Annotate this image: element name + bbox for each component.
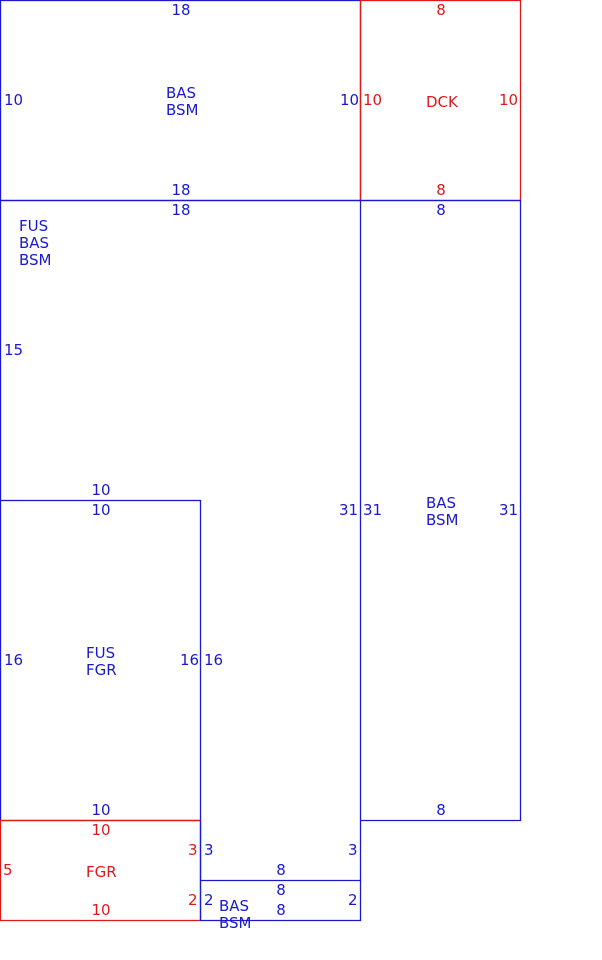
dim-small-lower-right-upper: 3 — [348, 841, 358, 859]
dim-deck-top: 8 — [436, 1, 446, 19]
dim-top-left-bottom: 18 — [171, 181, 190, 199]
dim-main-right: 31 — [339, 501, 358, 519]
room-garage-upper-code-2: FGR — [86, 661, 117, 679]
room-right-wing-code-1: BAS — [426, 494, 456, 512]
dim-small-lower-top-outer: 8 — [276, 861, 286, 879]
room-garage-upper-code-1: FUS — [86, 644, 115, 662]
dim-small-lower-bottom: 8 — [276, 901, 286, 919]
dim-small-lower-top: 8 — [276, 881, 286, 899]
dim-main-left: 15 — [4, 341, 23, 359]
dim-deck-bottom: 8 — [436, 181, 446, 199]
dim-top-left-left: 10 — [4, 91, 23, 109]
room-top-left-code-2: BSM — [166, 101, 199, 119]
room-main-code-1: FUS — [19, 217, 48, 235]
room-small-lower-code-1: BAS — [219, 897, 249, 915]
room-right-wing-outline — [360, 199, 522, 822]
dim-small-lower-left-lower: 2 — [204, 891, 214, 909]
room-main-code-2: BAS — [19, 234, 49, 252]
dim-small-lower-right-lower: 2 — [348, 891, 358, 909]
dim-main-top: 18 — [171, 201, 190, 219]
dim-garage-upper-right-outer: 16 — [204, 651, 223, 669]
room-right-wing-code-2: BSM — [426, 511, 459, 529]
dim-garage-lower-bottom: 10 — [91, 901, 110, 919]
room-top-left-code-1: BAS — [166, 84, 196, 102]
dim-garage-upper-right: 16 — [180, 651, 199, 669]
dim-garage-upper-top: 10 — [91, 501, 110, 519]
room-main-outline — [0, 199, 362, 881]
room-main-code-3: BSM — [19, 251, 52, 269]
dim-right-wing-top: 8 — [436, 201, 446, 219]
dim-top-left-top: 18 — [171, 1, 190, 19]
dim-deck-right: 10 — [499, 91, 518, 109]
dim-garage-lower-right-lower: 2 — [188, 891, 198, 909]
room-small-lower-outline — [199, 820, 362, 922]
dim-garage-lower-top: 10 — [91, 821, 110, 839]
dim-deck-left: 10 — [363, 91, 382, 109]
dim-small-lower-left-upper: 3 — [204, 841, 214, 859]
room-small-lower-code-2: BSM — [219, 914, 252, 932]
room-garage-lower-code: FGR — [86, 863, 117, 881]
dim-garage-upper-left: 16 — [4, 651, 23, 669]
dim-right-wing-right: 31 — [499, 501, 518, 519]
dim-right-wing-left: 31 — [363, 501, 382, 519]
dim-top-left-right: 10 — [340, 91, 359, 109]
room-deck-code: DCK — [426, 93, 459, 111]
dim-garage-upper-top-outer: 10 — [91, 481, 110, 499]
dim-garage-upper-bottom: 10 — [91, 801, 110, 819]
dim-garage-lower-left: 5 — [3, 861, 13, 879]
dim-right-wing-bottom: 8 — [436, 801, 446, 819]
dim-garage-lower-right-upper: 3 — [188, 841, 198, 859]
